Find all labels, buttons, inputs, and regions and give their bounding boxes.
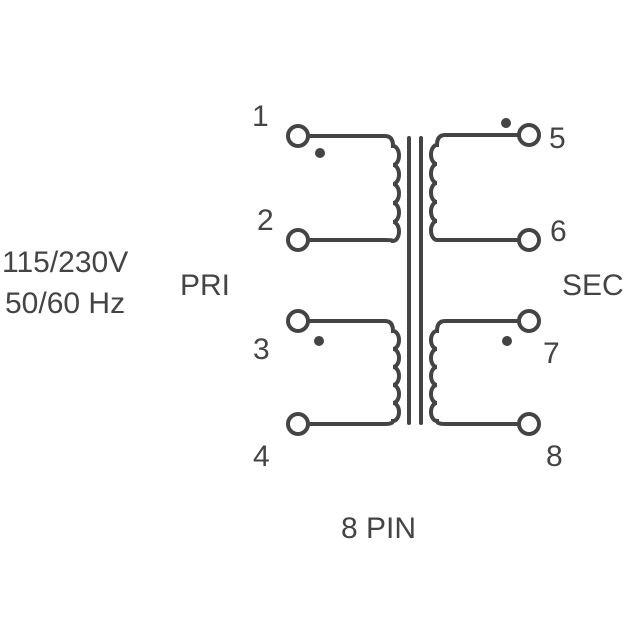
primary-winding-2 xyxy=(308,319,401,426)
package-label: 8 PIN xyxy=(341,512,416,545)
pin-1-terminal xyxy=(286,124,310,148)
pin-label-8: 8 xyxy=(546,440,563,473)
polarity-dot-pin-3 xyxy=(314,336,324,346)
pin-6-terminal xyxy=(517,228,541,252)
pin-2-terminal xyxy=(286,228,310,252)
pin-label-5: 5 xyxy=(549,122,566,155)
primary-winding-1 xyxy=(308,134,401,244)
pin-label-3: 3 xyxy=(253,333,270,366)
pin-7-terminal xyxy=(517,309,541,333)
pin-5-terminal xyxy=(517,123,541,147)
frequency-label: 50/60 Hz xyxy=(5,287,125,320)
pin-label-6: 6 xyxy=(550,215,567,248)
pin-4-terminal xyxy=(286,412,310,436)
polarity-dot-pin-1 xyxy=(315,148,325,158)
secondary-winding-2 xyxy=(429,319,519,426)
secondary-label: SEC xyxy=(562,269,624,302)
pin-label-7: 7 xyxy=(543,337,560,370)
pin-label-1: 1 xyxy=(252,100,269,133)
pin-8-terminal xyxy=(517,412,541,436)
voltage-label: 115/230V xyxy=(2,246,128,279)
secondary-winding-1 xyxy=(429,133,519,242)
pin-label-2: 2 xyxy=(257,204,274,237)
polarity-dot-pin-5 xyxy=(501,118,511,128)
pin-3-terminal xyxy=(286,309,310,333)
pin-label-4: 4 xyxy=(253,440,270,473)
primary-label: PRI xyxy=(180,269,230,302)
polarity-dot-pin-7 xyxy=(502,336,512,346)
